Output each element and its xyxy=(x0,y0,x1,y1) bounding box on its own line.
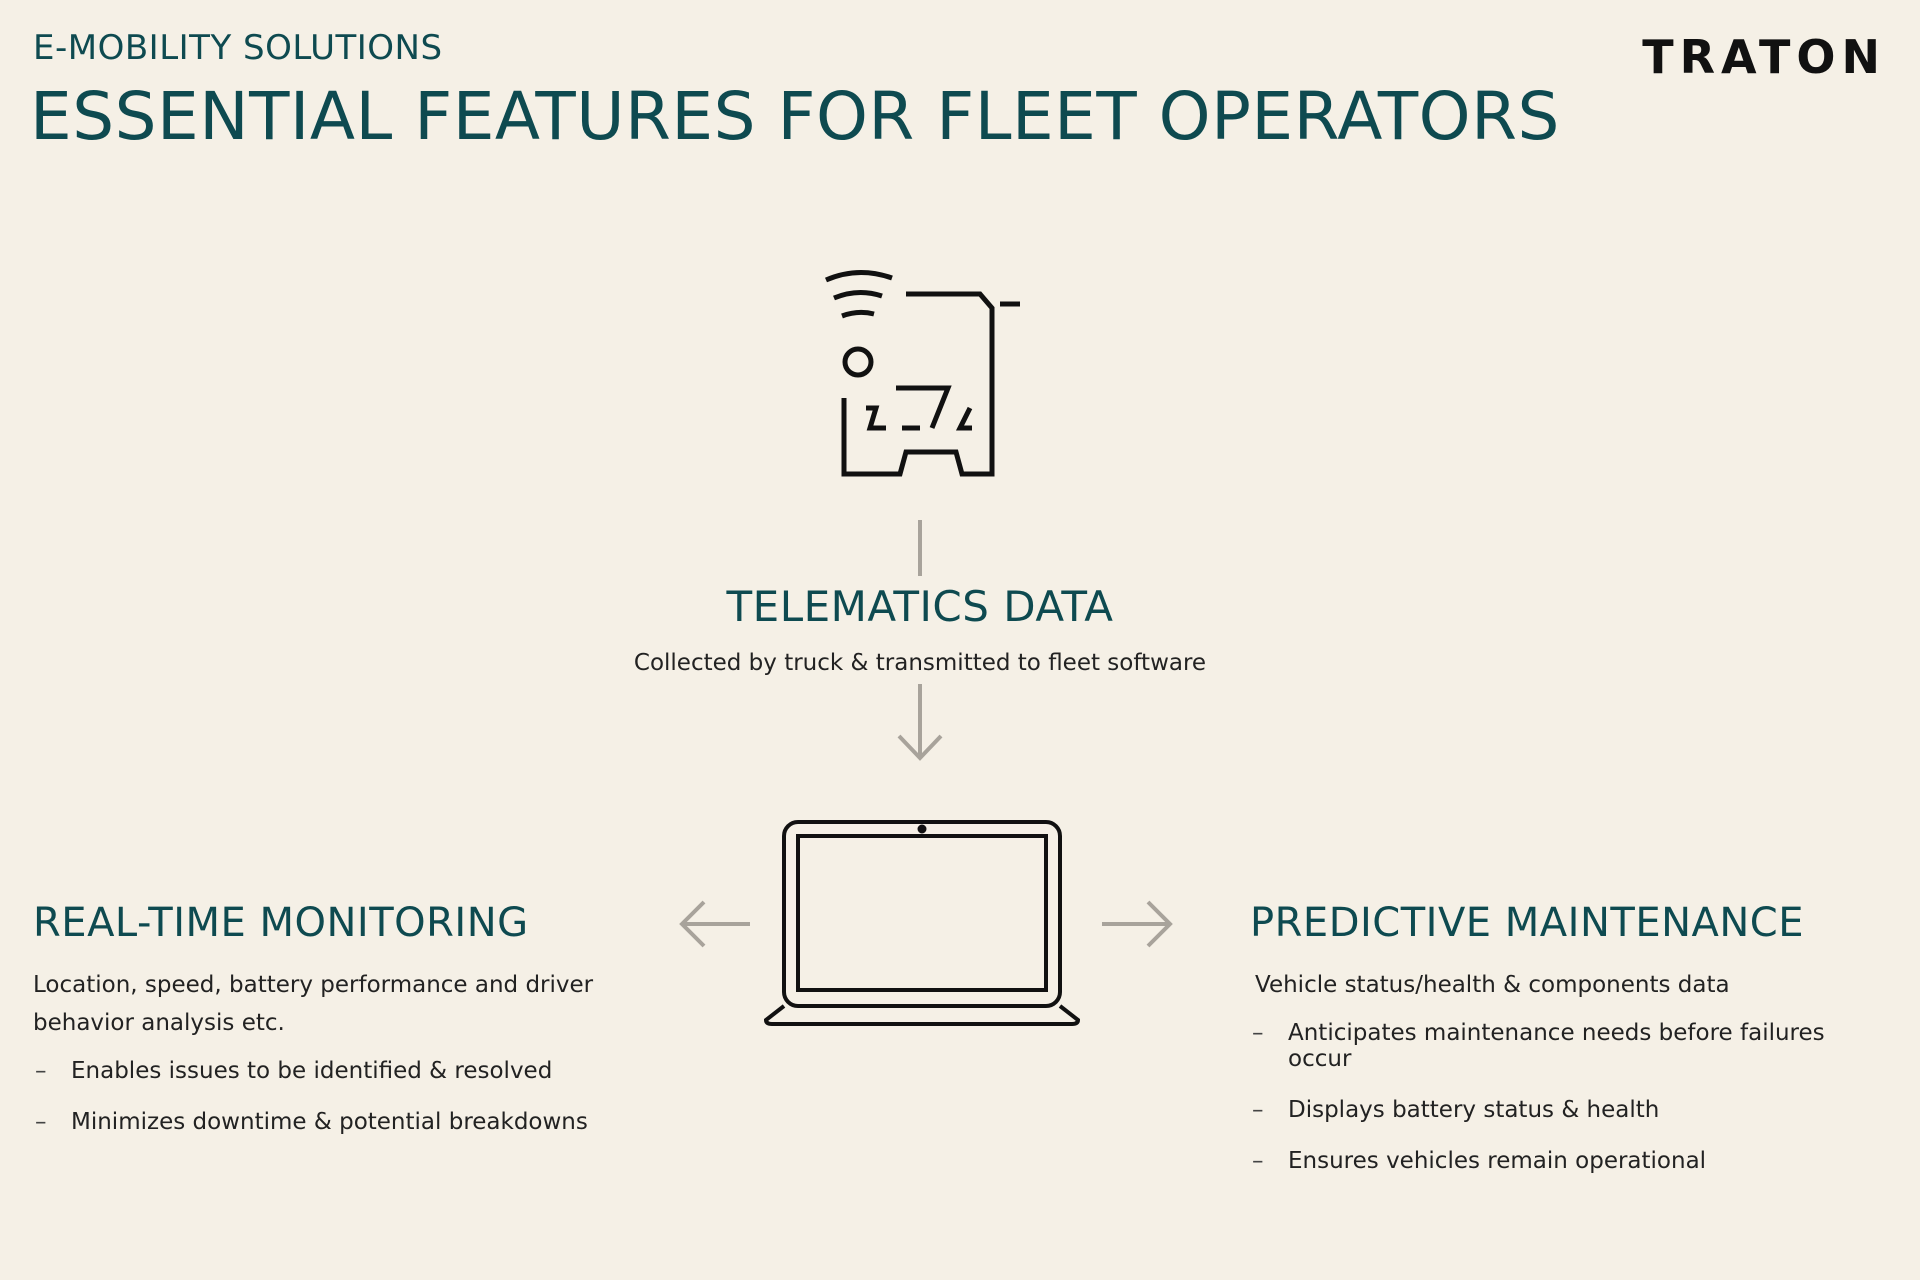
telematics-title: TELEMATICS DATA xyxy=(726,582,1114,631)
list-item-text: Anticipates maintenance needs before fai… xyxy=(1288,1020,1825,1072)
bullet-marker: – xyxy=(1252,1097,1264,1123)
telematics-description: Collected by truck & transmitted to flee… xyxy=(633,650,1207,676)
arrow-down-icon xyxy=(897,684,943,761)
list-item: – Ensures vehicles remain operational xyxy=(1250,1148,1890,1174)
section-description: Location, speed, battery performance and… xyxy=(33,972,594,1036)
list-item: – Anticipates maintenance needs before f… xyxy=(1250,1020,1890,1072)
laptop-icon xyxy=(763,820,1081,1026)
list-item: – Enables issues to be identified & reso… xyxy=(33,1058,653,1084)
bullet-list: – Enables issues to be identified & reso… xyxy=(33,1058,653,1135)
arrow-left-icon xyxy=(679,900,750,948)
section-description: Vehicle status/health & components data xyxy=(1255,972,1730,998)
bullet-list: – Anticipates maintenance needs before f… xyxy=(1250,1020,1890,1174)
section-title: PREDICTIVE MAINTENANCE xyxy=(1250,900,1805,946)
connector-line xyxy=(918,520,922,576)
eyebrow-label: E-MOBILITY SOLUTIONS xyxy=(33,28,443,68)
predictive-maintenance-section: PREDICTIVE MAINTENANCE Vehicle status/he… xyxy=(1250,900,1890,1174)
bullet-marker: – xyxy=(35,1109,47,1135)
section-title: REAL-TIME MONITORING xyxy=(33,900,529,946)
list-item-text: Ensures vehicles remain operational xyxy=(1288,1148,1707,1174)
arrow-right-icon xyxy=(1102,900,1173,948)
list-item-text: Displays battery status & health xyxy=(1288,1097,1660,1123)
list-item: – Displays battery status & health xyxy=(1250,1097,1890,1123)
bullet-marker: – xyxy=(1252,1148,1264,1174)
connected-truck-icon xyxy=(824,269,1020,477)
page-title: ESSENTIAL FEATURES FOR FLEET OPERATORS xyxy=(30,78,1560,155)
brand-logo: TRATON xyxy=(1642,30,1886,84)
list-item: – Minimizes downtime & potential breakdo… xyxy=(33,1109,653,1135)
list-item-text: Enables issues to be identified & resolv… xyxy=(71,1058,553,1084)
real-time-monitoring-section: REAL-TIME MONITORING Location, speed, ba… xyxy=(33,900,653,1135)
bullet-marker: – xyxy=(35,1058,47,1084)
bullet-marker: – xyxy=(1252,1020,1264,1046)
list-item-text: Minimizes downtime & potential breakdown… xyxy=(71,1109,588,1135)
